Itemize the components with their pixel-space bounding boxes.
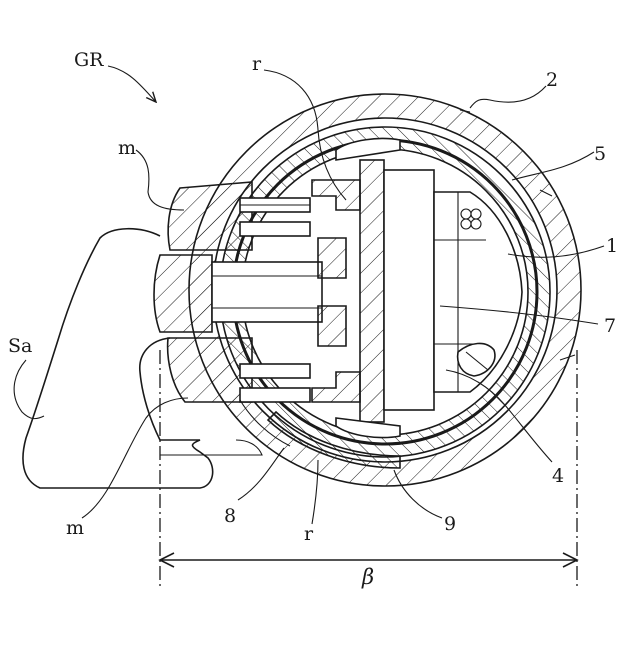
label-r-top: r — [252, 53, 262, 75]
leader-2 — [470, 86, 546, 108]
label-sa: Sa — [8, 335, 32, 357]
label-1: 1 — [606, 235, 618, 257]
leader-m-bottom — [82, 398, 188, 518]
leader-gr — [108, 66, 156, 102]
leader-8 — [238, 448, 284, 500]
label-r-bottom: r — [304, 523, 314, 545]
central-shaft — [212, 262, 322, 322]
hand-finger-line — [160, 440, 262, 455]
label-2: 2 — [546, 69, 558, 91]
label-4: 4 — [552, 465, 564, 487]
leader-sa — [14, 360, 44, 419]
label-m-bottom: m — [66, 517, 84, 539]
label-beta: β — [361, 565, 374, 589]
label-5: 5 — [594, 143, 606, 165]
label-9: 9 — [444, 513, 456, 535]
label-8: 8 — [224, 505, 236, 527]
plate-7 — [360, 160, 384, 422]
label-gr: GR — [74, 49, 104, 71]
label-7: 7 — [604, 315, 616, 337]
label-m-top: m — [118, 137, 136, 159]
plate-7-inner — [384, 170, 434, 410]
